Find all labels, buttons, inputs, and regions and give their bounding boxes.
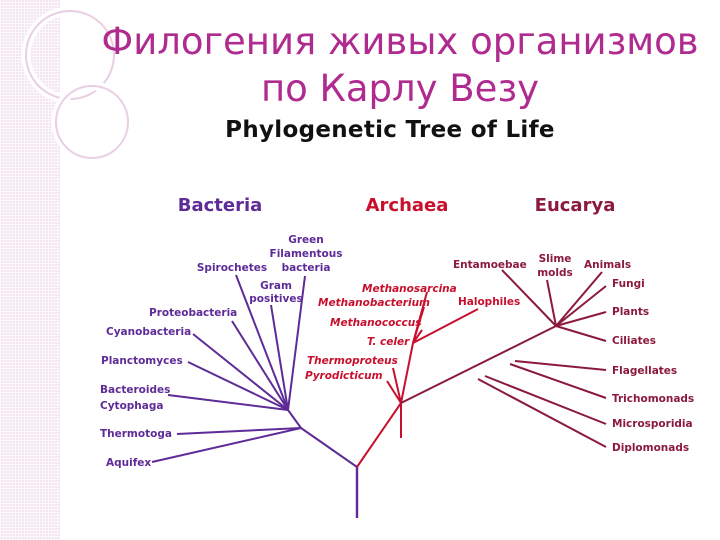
- label-aquifex: Aquifex: [106, 457, 151, 469]
- branch-t-celer: [401, 343, 413, 403]
- label-trichomonads: Trichomonads: [612, 393, 694, 405]
- branch-aquifex: [152, 428, 301, 462]
- label-flagellates: Flagellates: [612, 365, 677, 377]
- label-spirochetes: Spirochetes: [197, 262, 267, 274]
- label-proteobacteria: Proteobacteria: [149, 307, 237, 319]
- label-thermotoga: Thermotoga: [100, 428, 172, 440]
- label-methanococcus: Methanococcus: [330, 317, 421, 329]
- label-halophiles: Halophiles: [458, 296, 520, 308]
- branch-microsporidia: [485, 376, 606, 424]
- label-gram-positives-2: positives: [249, 293, 302, 305]
- domain-label-eucarya: Eucarya: [535, 195, 616, 216]
- label-slime-molds-1: Slime: [539, 253, 572, 265]
- branch-ciliates: [556, 326, 606, 341]
- label-methanobacterium: Methanobacterium: [318, 297, 430, 309]
- label-cytophaga: Cytophaga: [100, 400, 163, 412]
- label-green-filamentous-3: bacteria: [282, 262, 331, 274]
- label-fungi: Fungi: [612, 278, 645, 290]
- label-slime-molds-2: molds: [537, 267, 573, 279]
- domain-label-bacteria: Bacteria: [178, 195, 263, 216]
- label-bacteroides: Bacteroides: [100, 384, 170, 396]
- label-planctomyces: Planctomyces: [101, 355, 183, 367]
- bacteria-labels: Green Filamentous bacteria Spirochetes G…: [100, 234, 342, 469]
- branch-bacteroides: [168, 395, 288, 410]
- label-green-filamentous-2: Filamentous: [270, 248, 343, 260]
- branch-diplomonads: [478, 379, 606, 447]
- branch-animals: [556, 272, 602, 326]
- branch-gram-positives: [271, 305, 288, 410]
- label-methanosarcina: Methanosarcina: [362, 283, 457, 295]
- label-gram-positives-1: Gram: [260, 280, 292, 292]
- label-pyrodicticum: Pyrodicticum: [305, 370, 383, 382]
- branch-archaea-stem: [357, 403, 401, 467]
- label-ciliates: Ciliates: [612, 335, 656, 347]
- label-cyanobacteria: Cyanobacteria: [106, 326, 191, 338]
- eucarya-labels: Entamoebae Slime molds Animals Fungi Pla…: [453, 253, 694, 454]
- label-thermoproteus: Thermoproteus: [307, 355, 398, 367]
- label-plants: Plants: [612, 306, 649, 318]
- branch-bacteria-stem: [301, 428, 357, 467]
- label-microsporidia: Microsporidia: [612, 418, 693, 430]
- label-t-celer: T. celer: [367, 336, 410, 348]
- label-animals: Animals: [584, 259, 631, 271]
- label-entamoebae: Entamoebae: [453, 259, 527, 271]
- branch-flagellates: [515, 361, 606, 370]
- branch-bacteria-inner: [288, 410, 301, 428]
- domain-label-archaea: Archaea: [366, 195, 449, 216]
- archaea-labels: Methanosarcina Methanobacterium Methanoc…: [305, 283, 520, 382]
- label-diplomonads: Diplomonads: [612, 442, 689, 454]
- label-green-filamentous-1: Green: [288, 234, 324, 246]
